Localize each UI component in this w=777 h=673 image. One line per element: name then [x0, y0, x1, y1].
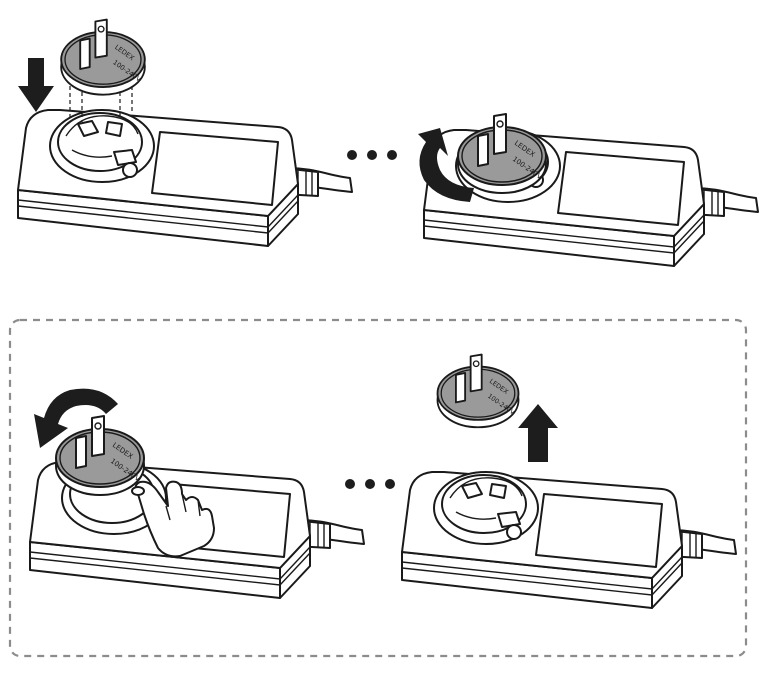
pointing-hand-icon: [131, 480, 215, 558]
rotate-clockwise-arrow-icon: [418, 128, 474, 202]
arrow-down-icon: [18, 58, 54, 112]
power-adapter-body: [401, 471, 737, 609]
step-4-remove-plug: [401, 471, 737, 609]
travel-plug-disc: [55, 415, 145, 496]
travel-plug-disc: [457, 113, 547, 194]
power-adapter-body: [17, 109, 353, 247]
step-1-insert-plug: [17, 18, 353, 247]
step-2-rotate-to-lock: [423, 113, 759, 267]
arrow-up-icon: [518, 404, 558, 462]
ellipsis-icon: [345, 479, 395, 489]
ellipsis-icon: [347, 150, 397, 160]
travel-plug-disc: [60, 18, 146, 96]
alignment-guide-lines: [69, 72, 133, 122]
travel-plug-disc: [436, 353, 520, 429]
removal-steps-dashed-frame: [8, 318, 748, 658]
rotate-counterclockwise-arrow-icon: [34, 388, 118, 448]
